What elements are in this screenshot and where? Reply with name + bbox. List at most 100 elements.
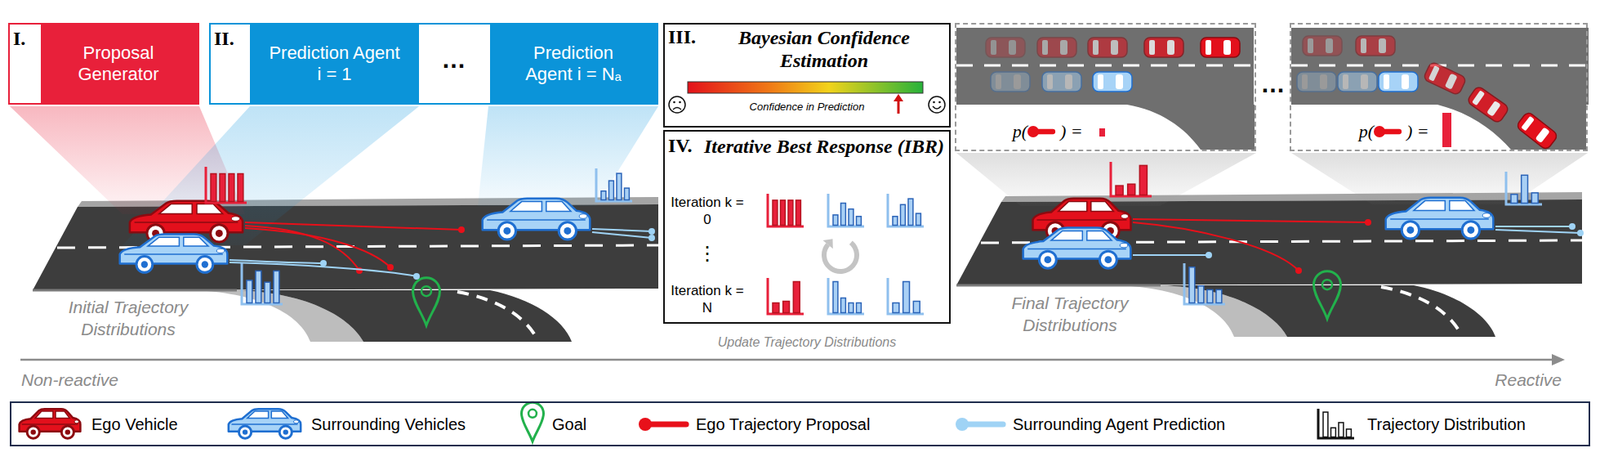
histogram-bar bbox=[237, 173, 244, 202]
car-rear-window bbox=[1042, 40, 1048, 55]
histogram-bar bbox=[255, 270, 262, 303]
car-windshield bbox=[1013, 74, 1021, 90]
probability-bar bbox=[1099, 128, 1106, 137]
histogram-bar bbox=[841, 203, 847, 226]
car-body bbox=[985, 37, 1026, 58]
stage-number: I. bbox=[13, 27, 26, 50]
car-wheel bbox=[238, 425, 251, 438]
car-body bbox=[1466, 84, 1510, 124]
trajectory-end bbox=[356, 267, 363, 274]
car-hub bbox=[141, 260, 148, 268]
face-eye bbox=[672, 101, 676, 104]
exit-ramp bbox=[1160, 285, 1496, 337]
histogram-bar bbox=[783, 301, 790, 313]
car-top-view bbox=[1037, 37, 1077, 58]
face-mouth bbox=[672, 107, 682, 111]
goal-pin bbox=[521, 401, 544, 442]
histogram-axis bbox=[1184, 262, 1226, 304]
car-headlight bbox=[293, 419, 299, 424]
trajectory-end bbox=[1205, 251, 1213, 259]
road-edge bbox=[32, 289, 237, 292]
trajectory-distribution bbox=[205, 166, 247, 203]
car-top-view bbox=[1466, 84, 1510, 124]
car-window bbox=[183, 236, 209, 246]
box-title: Prediction Agent i = Nₐ bbox=[490, 24, 657, 103]
car-hub bbox=[503, 227, 511, 235]
car-windshield bbox=[1444, 73, 1458, 90]
car-rear-window bbox=[1097, 74, 1104, 90]
confidence-arrow bbox=[897, 99, 901, 114]
histogram-bar bbox=[833, 214, 838, 226]
histogram-bar bbox=[624, 187, 630, 200]
car-body bbox=[1296, 71, 1337, 92]
car-windshield bbox=[1486, 100, 1502, 117]
box-title: Prediction Agent i = 1 bbox=[249, 24, 419, 103]
car-wheel bbox=[1038, 250, 1057, 268]
stage-box: I.Proposal Generator bbox=[8, 22, 200, 105]
car-wheel bbox=[61, 425, 74, 438]
car-body bbox=[1042, 71, 1082, 92]
car-top-view bbox=[1296, 71, 1337, 92]
histogram-bar bbox=[848, 303, 854, 313]
exit-ramp bbox=[236, 289, 572, 342]
trajectory-end bbox=[648, 234, 656, 241]
car-rear-window bbox=[990, 40, 997, 55]
car-headlight bbox=[1482, 213, 1491, 219]
trajectory-distribution bbox=[1110, 161, 1152, 197]
car-rear-window bbox=[1360, 38, 1367, 54]
histogram-axis bbox=[1110, 161, 1152, 197]
reactivity-axis bbox=[20, 358, 1554, 362]
histogram-bar bbox=[1531, 192, 1538, 204]
trajectory-distribution bbox=[1184, 262, 1226, 304]
confidence-bar bbox=[687, 81, 923, 94]
histogram-bar bbox=[1338, 422, 1344, 437]
panel-lane-marking bbox=[956, 64, 1254, 67]
trajectory-line bbox=[1132, 254, 1209, 256]
stage-box: II.Prediction Agent i = 1Prediction Agen… bbox=[209, 22, 659, 105]
histogram-bar bbox=[848, 209, 854, 226]
zoom-panel: p() = bbox=[1289, 22, 1588, 152]
car-body bbox=[1378, 71, 1418, 92]
car-rear-window bbox=[1149, 40, 1155, 55]
trajectory-marker-dot bbox=[638, 417, 652, 431]
car-hub bbox=[201, 260, 209, 268]
histogram-axis bbox=[205, 166, 247, 203]
car-windshield bbox=[1115, 74, 1124, 90]
car-rear-window bbox=[1342, 74, 1349, 90]
car-body bbox=[1087, 37, 1128, 58]
trajectory-marker-dot bbox=[1027, 125, 1039, 138]
histogram-bar bbox=[1216, 289, 1222, 303]
car-hub bbox=[1406, 226, 1414, 234]
histogram-bar bbox=[273, 270, 280, 303]
histogram-bar bbox=[609, 180, 615, 200]
histogram-bar bbox=[903, 281, 910, 313]
panel-road bbox=[1291, 27, 1589, 105]
car-line bbox=[22, 423, 79, 425]
histogram-bar bbox=[833, 281, 838, 313]
car-window bbox=[1413, 200, 1445, 211]
car-body bbox=[1302, 35, 1342, 56]
face-mouth bbox=[932, 106, 941, 109]
car-rear-window bbox=[1047, 74, 1053, 90]
trajectory-marker-dot bbox=[955, 417, 969, 431]
histogram-bar bbox=[616, 173, 622, 200]
car-body bbox=[1355, 35, 1395, 56]
car-headlight bbox=[579, 213, 588, 219]
histogram-bar bbox=[788, 200, 794, 226]
smiley-face bbox=[928, 96, 945, 113]
car-rear-window bbox=[1471, 89, 1485, 106]
car-top-view bbox=[1337, 71, 1378, 92]
car-window bbox=[1449, 200, 1475, 211]
trajectory-distribution bbox=[767, 277, 804, 314]
histogram-axis bbox=[241, 262, 283, 304]
car-top-view bbox=[985, 37, 1026, 58]
surrounding-vehicle bbox=[1386, 197, 1494, 239]
iteration-arrow bbox=[824, 242, 857, 272]
histogram-bar bbox=[780, 200, 786, 226]
ramp-marking bbox=[457, 291, 535, 335]
car-wheel bbox=[1401, 221, 1419, 239]
histogram-bar bbox=[1189, 267, 1195, 304]
car-line bbox=[134, 221, 239, 223]
car-hub bbox=[1043, 255, 1052, 263]
probability-text: p( bbox=[978, 120, 1028, 143]
